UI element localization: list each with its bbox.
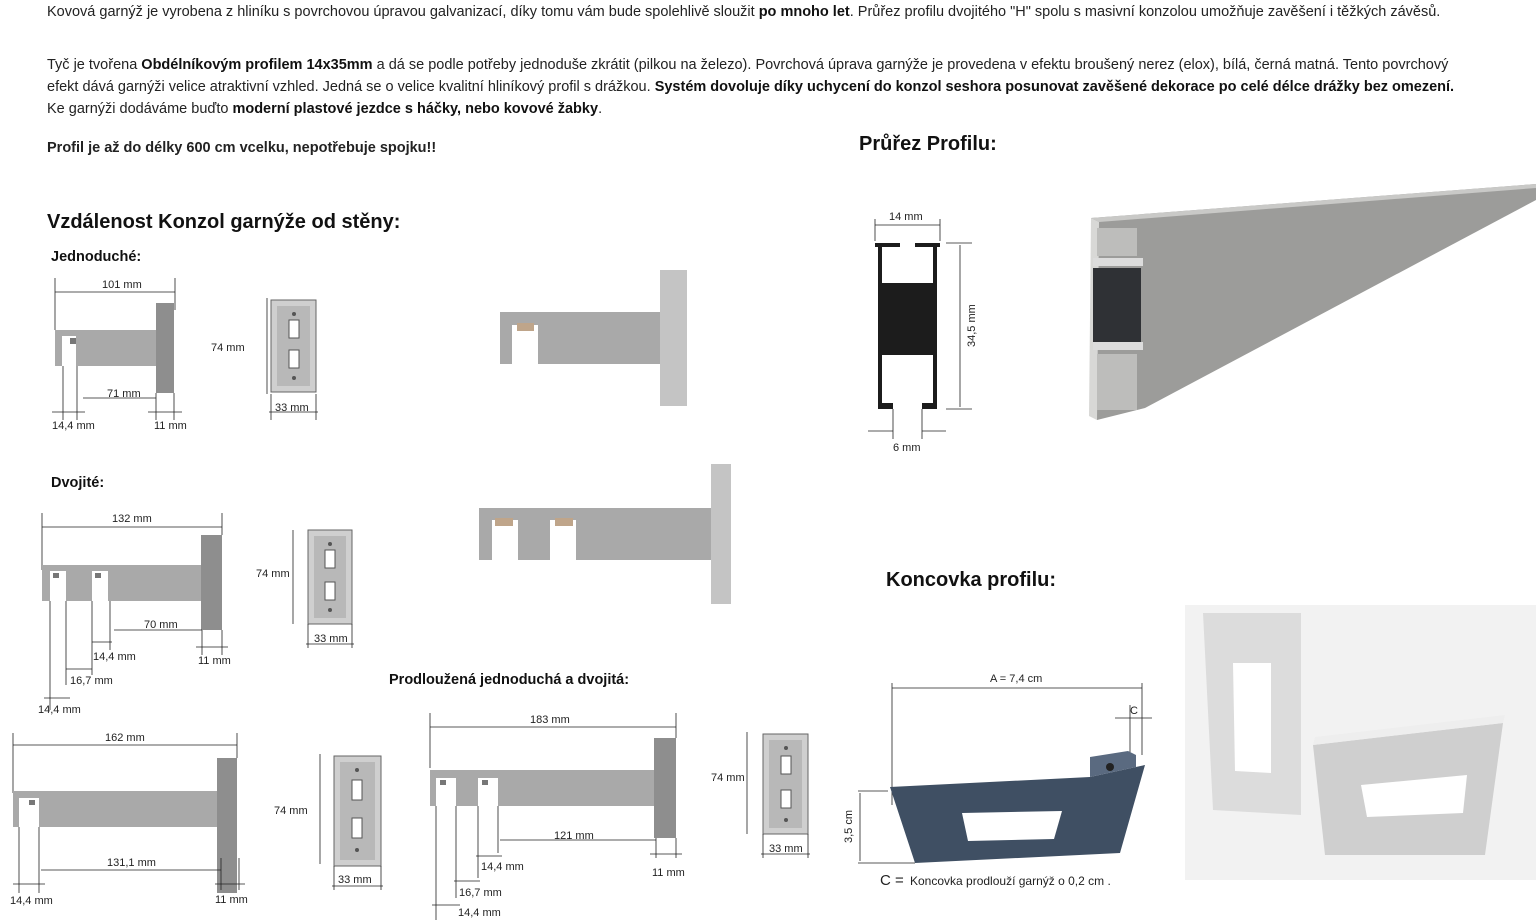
single-total-dim: 101 mm bbox=[102, 279, 142, 291]
double-height-dim: 74 mm bbox=[256, 568, 290, 580]
profile-width-dim: 14 mm bbox=[889, 211, 923, 223]
extended-double-wall-plate-drawing: 74 mm 33 mm bbox=[711, 732, 810, 858]
double-inner-dim: 70 mm bbox=[144, 619, 178, 631]
ext-single-total-dim: 162 mm bbox=[105, 732, 145, 744]
end-cap-note: Koncovka prodlouží garnýž o 0,2 cm . bbox=[910, 874, 1111, 888]
double-wall-plate-drawing: 74 mm 33 mm bbox=[256, 529, 354, 648]
single-plate-dim: 11 mm bbox=[154, 420, 187, 432]
single-width-dim: 33 mm bbox=[275, 402, 309, 414]
double-plate-dim: 11 mm bbox=[198, 655, 231, 667]
double-bracket-photo bbox=[479, 464, 731, 604]
double-gap-dim: 16,7 mm bbox=[70, 675, 113, 687]
single-rod-dim: 14,4 mm bbox=[52, 420, 95, 432]
extended-single-wall-plate-drawing: 74 mm 33 mm bbox=[274, 754, 383, 890]
double-total-dim: 132 mm bbox=[112, 513, 152, 525]
ext-double-height-dim: 74 mm bbox=[711, 772, 745, 784]
ext-double-inner-dim: 121 mm bbox=[554, 830, 594, 842]
single-wall-plate-drawing: 74 mm 33 mm bbox=[211, 298, 318, 420]
intro-paragraph-1: Kovová garnýž je vyrobena z hliníku s po… bbox=[47, 4, 1441, 20]
intro-paragraph-3: Profil je až do délky 600 cm vcelku, nep… bbox=[47, 140, 437, 156]
end-cap-dimension-drawing: A = 7,4 cm C 3,5 cm C = Koncovka prodlou… bbox=[843, 673, 1152, 889]
double-heading: Dvojité: bbox=[51, 475, 105, 491]
end-cap-note-c: C = bbox=[880, 872, 904, 889]
single-heading: Jednoduché: bbox=[51, 249, 142, 265]
profile-height-dim: 34,5 mm bbox=[966, 304, 978, 347]
ext-single-plate-dim: 11 mm bbox=[215, 894, 248, 906]
ext-single-width-dim: 33 mm bbox=[338, 874, 372, 886]
ext-double-rod1-dim: 14,4 mm bbox=[481, 861, 524, 873]
ext-double-total-dim: 183 mm bbox=[530, 714, 570, 726]
double-rod1-dim: 14,4 mm bbox=[93, 651, 136, 663]
end-cap-photo bbox=[1185, 605, 1536, 880]
end-cap-a-dim: A = 7,4 cm bbox=[990, 673, 1042, 685]
ext-single-rod-dim: 14,4 mm bbox=[10, 895, 53, 907]
extended-heading: Prodloužená jednoduchá a dvojitá: bbox=[389, 672, 630, 688]
intro-paragraph-2: Tyč je tvořena Obdélníkovým profilem 14x… bbox=[47, 57, 1455, 117]
intro-bold-1: po mnoho let bbox=[758, 4, 850, 20]
single-bracket-dimension-drawing: 101 mm 71 mm 14,4 mm 11 mm bbox=[52, 278, 187, 432]
ext-double-gap-dim: 16,7 mm bbox=[459, 887, 502, 899]
profile-rail-photo bbox=[1089, 184, 1536, 420]
distance-heading: Vzdálenost Konzol garnýže od stěny: bbox=[47, 211, 401, 233]
ext-double-plate-dim: 11 mm bbox=[652, 867, 685, 879]
double-rod2-dim: 14,4 mm bbox=[38, 704, 81, 716]
end-cap-h-dim: 3,5 cm bbox=[843, 810, 855, 843]
ext-single-height-dim: 74 mm bbox=[274, 805, 308, 817]
double-bracket-dimension-drawing: 132 mm 70 mm 14,4 mm 16,7 mm 14,4 mm 11 … bbox=[38, 513, 231, 716]
ext-double-width-dim: 33 mm bbox=[769, 843, 803, 855]
ext-double-rod2-dim: 14,4 mm bbox=[458, 907, 501, 919]
ext-single-inner-dim: 131,1 mm bbox=[107, 857, 156, 869]
double-width-dim: 33 mm bbox=[314, 633, 348, 645]
cross-section-heading: Průřez Profilu: bbox=[859, 133, 997, 155]
profile-slot-dim: 6 mm bbox=[893, 442, 921, 454]
end-cap-c-dim: C bbox=[1130, 705, 1138, 717]
profile-cross-section-drawing: 14 mm 34,5 mm 6 mm bbox=[868, 211, 978, 454]
extended-single-dimension-drawing: 162 mm 131,1 mm 14,4 mm 11 mm bbox=[10, 732, 248, 907]
single-bracket-photo bbox=[500, 270, 687, 406]
end-cap-heading: Koncovka profilu: bbox=[886, 569, 1057, 591]
single-inner-dim: 71 mm bbox=[107, 388, 141, 400]
extended-double-dimension-drawing: 183 mm 121 mm 14,4 mm 16,7 mm 14,4 mm 11… bbox=[429, 713, 685, 920]
single-height-dim: 74 mm bbox=[211, 342, 245, 354]
